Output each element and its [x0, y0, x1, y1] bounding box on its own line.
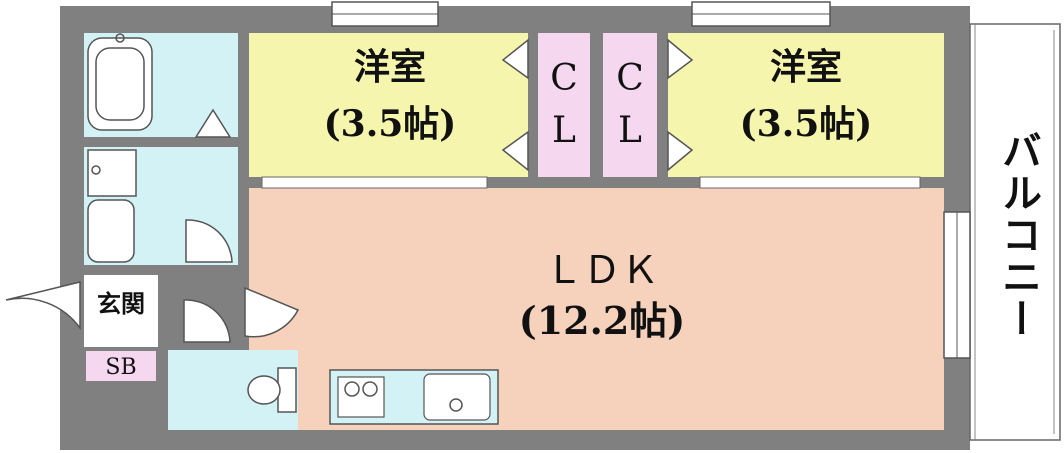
entrance-door-swing: [5, 281, 81, 331]
wash-door-swing: [185, 219, 233, 263]
bath-door-marker: [194, 108, 232, 138]
balcony-label: バルコニー: [995, 130, 1041, 340]
window-top-left: [331, 1, 439, 27]
ldk-name: ＬＤＫ: [545, 248, 659, 292]
hall-door-swing: [244, 286, 300, 338]
ldk-size: (12.2帖): [519, 298, 686, 343]
shoe-box-label: SB: [105, 355, 136, 380]
western-right-name: 洋室: [770, 47, 842, 88]
western-left-name: 洋室: [354, 47, 426, 88]
closet-left: [538, 33, 590, 177]
western-left-size: (3.5帖): [324, 103, 457, 145]
western-room-right: [668, 33, 944, 177]
entrance-label: 玄関: [97, 290, 145, 318]
window-ldk-right: [943, 211, 971, 359]
bathtub-icon: [87, 33, 153, 131]
wash-basin-icon: [87, 199, 135, 263]
stove-icon: [337, 376, 385, 418]
toilet-icon: [247, 367, 297, 413]
window-top-right: [691, 1, 831, 27]
closet-left-c: C: [550, 58, 578, 99]
balcony: バルコニー: [969, 23, 1061, 441]
closet-left-l: L: [552, 110, 576, 151]
closet-right-l: L: [618, 110, 642, 151]
closet-right-c: C: [616, 58, 644, 99]
closet-door-markers: [501, 38, 694, 172]
washing-machine-icon: [87, 149, 137, 197]
western-right-size: (3.5帖): [740, 103, 873, 145]
western-room-left: [249, 33, 528, 177]
kitchen-counter: [329, 369, 499, 425]
closet-right: [603, 33, 657, 177]
sliding-doors: [261, 176, 921, 189]
sink-icon: [423, 373, 491, 421]
shoe-box: [86, 351, 156, 381]
toilet-door-swing: [183, 299, 231, 343]
entrance-lower-gap: [60, 383, 85, 450]
entrance: [84, 275, 158, 347]
